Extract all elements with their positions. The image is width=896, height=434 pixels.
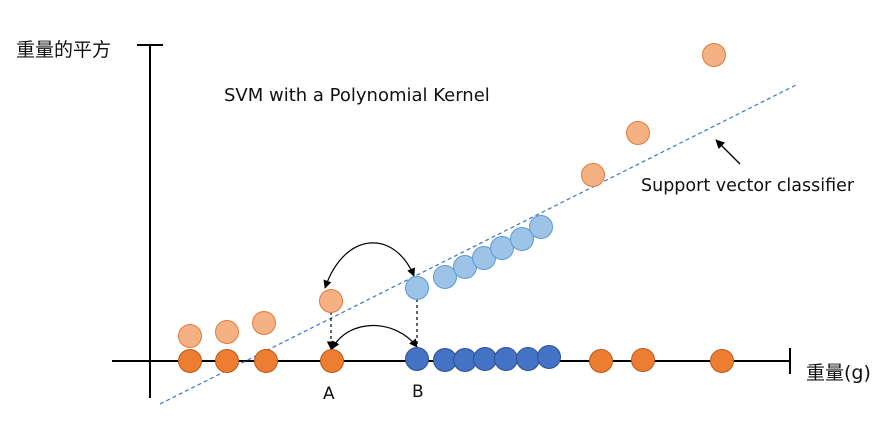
y-axis-label: 重量的平方 [16,39,111,61]
blue-points-1d [405,345,561,372]
blue-point-2d [490,236,514,260]
orange-points-2d [178,43,726,348]
orange-point-2d [215,320,239,344]
orange-point-1d [589,349,613,373]
orange-point-1d [631,348,655,372]
orange-point-1d [710,349,734,373]
orange-point-2d [702,43,726,67]
diagram-title: SVM with a Polynomial Kernel [224,85,490,106]
classifier-pointer-arrow [715,139,741,165]
orange-point-2d [626,121,650,145]
curved-arrow-2d [323,242,415,289]
curved-arrow-1d [331,325,418,350]
blue-point-2d [529,215,553,239]
blue-point-1d [473,347,497,371]
orange-point-2d-a [319,289,343,313]
orange-point-1d [178,349,202,373]
blue-point-1d [516,347,540,371]
orange-point-1d [215,349,239,373]
x-axis-label: 重量(g) [806,362,871,384]
blue-point-1d-b [405,347,429,371]
blue-points-2d [405,215,553,300]
orange-point-1d [254,349,278,373]
blue-point-2d [433,265,457,289]
blue-point-2d-b [405,276,429,300]
orange-point-2d [178,324,202,348]
orange-point-2d [581,163,605,187]
orange-points-1d [178,348,734,373]
classifier-label: Support vector classifier [641,176,855,196]
orange-point-2d [252,311,276,335]
point-a-label: A [323,384,335,404]
blue-point-1d [537,345,561,369]
orange-point-1d-a [320,349,344,373]
point-b-label: B [412,382,424,402]
blue-point-2d [510,227,534,251]
blue-point-1d [494,347,518,371]
